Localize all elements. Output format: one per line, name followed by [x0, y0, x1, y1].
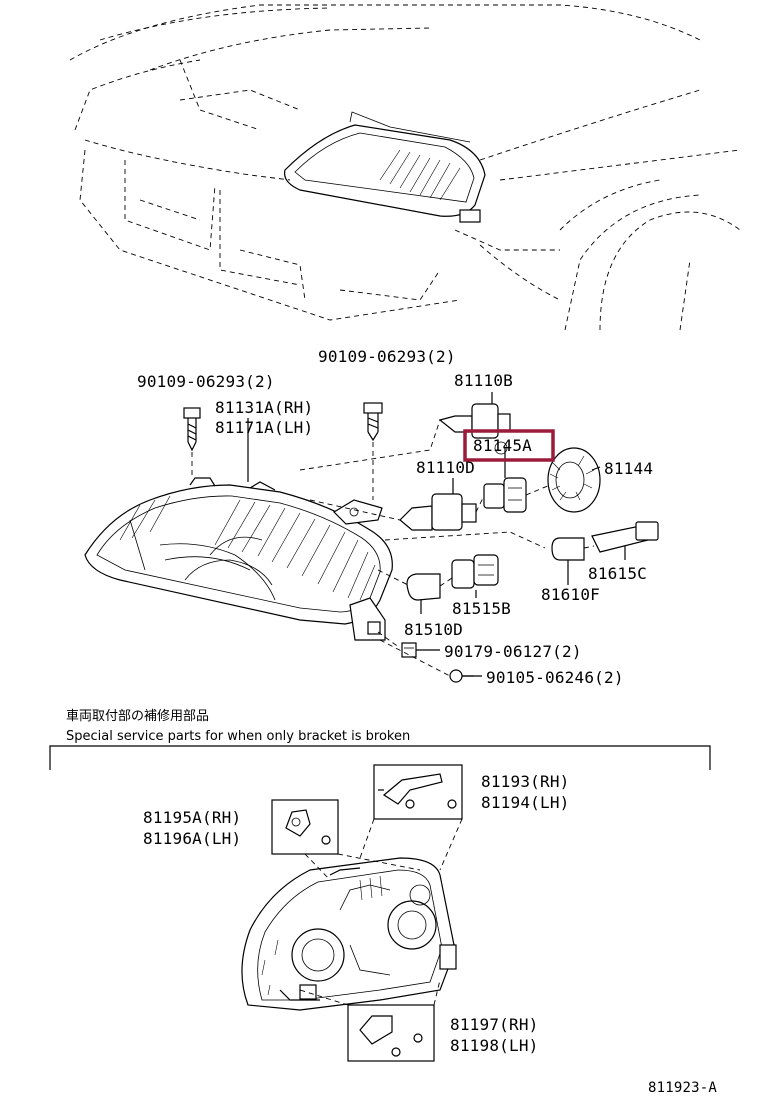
detail-box-81193 — [373, 764, 463, 820]
part-labels-main: 90109-06293(2) 90109-06293(2) 81110B 811… — [137, 347, 653, 687]
clip-90179 — [401, 642, 417, 658]
label-81610F: 81610F — [541, 585, 600, 604]
label-81510D: 81510D — [404, 620, 463, 639]
headlamp-rear-view — [241, 857, 457, 1011]
bulb-81510D — [406, 573, 441, 601]
detail-box-81197 — [347, 1004, 435, 1062]
label-81197: 81197(RH) — [450, 1015, 539, 1034]
label-81171A: 81171A(LH) — [215, 418, 313, 437]
label-81131A: 81131A(RH) — [215, 398, 313, 417]
label-90109-left: 90109-06293(2) — [137, 372, 275, 391]
label-81145A: 81145A — [473, 436, 532, 455]
bulb-81110D — [399, 493, 477, 531]
label-90109-top: 90109-06293(2) — [318, 347, 456, 366]
label-81198: 81198(LH) — [450, 1036, 539, 1055]
label-81196A: 81196A(LH) — [143, 829, 241, 848]
section-bracket-line — [49, 745, 711, 770]
label-81194: 81194(LH) — [481, 793, 570, 812]
label-81110D: 81110D — [416, 458, 475, 477]
label-81110B: 81110B — [454, 371, 513, 390]
diagram-id: 811923-A — [648, 1080, 717, 1096]
label-90105: 90105-06246(2) — [486, 668, 624, 687]
detail-box-81195A — [271, 799, 339, 855]
headlamp-assembly — [84, 477, 393, 641]
bulb-81610F — [551, 537, 585, 561]
label-90179: 90179-06127(2) — [444, 642, 582, 661]
car-front-view — [69, 4, 741, 331]
label-81193: 81193(RH) — [481, 772, 570, 791]
label-81615C: 81615C — [588, 564, 647, 583]
socket-81515B — [451, 554, 499, 589]
label-81515B: 81515B — [452, 599, 511, 618]
screw-center — [363, 402, 383, 442]
label-81144: 81144 — [604, 459, 653, 478]
cap-81144 — [547, 447, 601, 513]
label-81195A: 81195A(RH) — [143, 808, 241, 827]
note-japanese: 車両取付部の補修用部品 — [66, 709, 209, 724]
socket-81145A — [483, 477, 527, 513]
note-english: Special service parts for when only brac… — [66, 729, 410, 744]
screw-left — [183, 407, 201, 452]
highlight-box-81145A — [463, 429, 555, 462]
rear-view-leaders — [299, 818, 463, 1006]
service-parts-note: 車両取付部の補修用部品 Special service parts for wh… — [49, 709, 711, 770]
part-labels-service: 81193(RH) 81194(LH) 81195A(RH) 81196A(LH… — [143, 772, 570, 1055]
bracket-center — [333, 499, 383, 525]
assembly-lines — [191, 392, 626, 677]
socket-81615C — [591, 521, 659, 553]
